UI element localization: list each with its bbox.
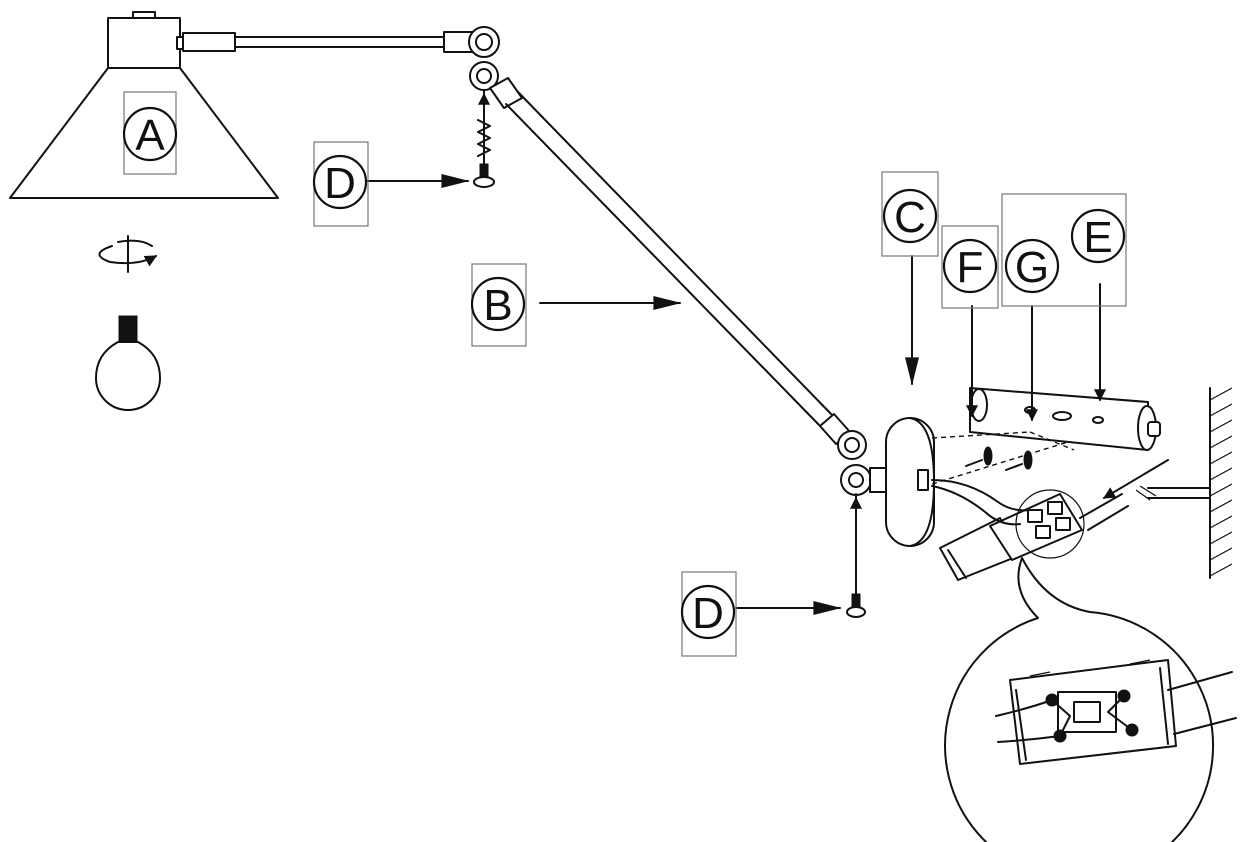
screw-icon [846, 493, 866, 618]
lamp-shade [9, 11, 279, 199]
label-box-c [881, 171, 939, 257]
label-d-bottom: D [680, 584, 736, 640]
svg-text:C: C [894, 193, 926, 242]
detail-magnifier [944, 557, 1237, 842]
label-c: C [882, 188, 938, 244]
diagonal-arm [489, 77, 851, 445]
upper-arm [182, 31, 473, 53]
wall-hatch-icon [1209, 387, 1233, 579]
canopy [885, 417, 935, 547]
bottom-joint [837, 430, 897, 496]
svg-text:B: B [483, 281, 512, 330]
label-box-f [941, 225, 999, 309]
screw-g [1005, 450, 1033, 471]
label-b: B [470, 276, 526, 332]
mounting-bracket [969, 387, 1161, 451]
svg-text:G: G [1015, 243, 1049, 292]
terminal-block [931, 479, 1129, 581]
rotate-arrow-icon [98, 235, 158, 273]
top-joint [468, 26, 500, 91]
label-a: A [122, 106, 178, 162]
label-f: F [942, 238, 998, 294]
svg-text:E: E [1083, 213, 1112, 262]
screw-f [965, 446, 993, 467]
label-g: G [1004, 238, 1060, 294]
svg-text:D: D [692, 589, 724, 638]
label-box-ge [1001, 193, 1127, 307]
label-e: E [1070, 208, 1126, 264]
svg-text:D: D [324, 159, 356, 208]
svg-text:F: F [957, 243, 984, 292]
svg-text:A: A [135, 111, 165, 160]
magnifier-source [1015, 489, 1085, 559]
screw-icon [473, 89, 495, 188]
label-d-top: D [312, 154, 368, 210]
light-bulb-icon [95, 315, 161, 411]
wall-cable [1102, 459, 1211, 501]
